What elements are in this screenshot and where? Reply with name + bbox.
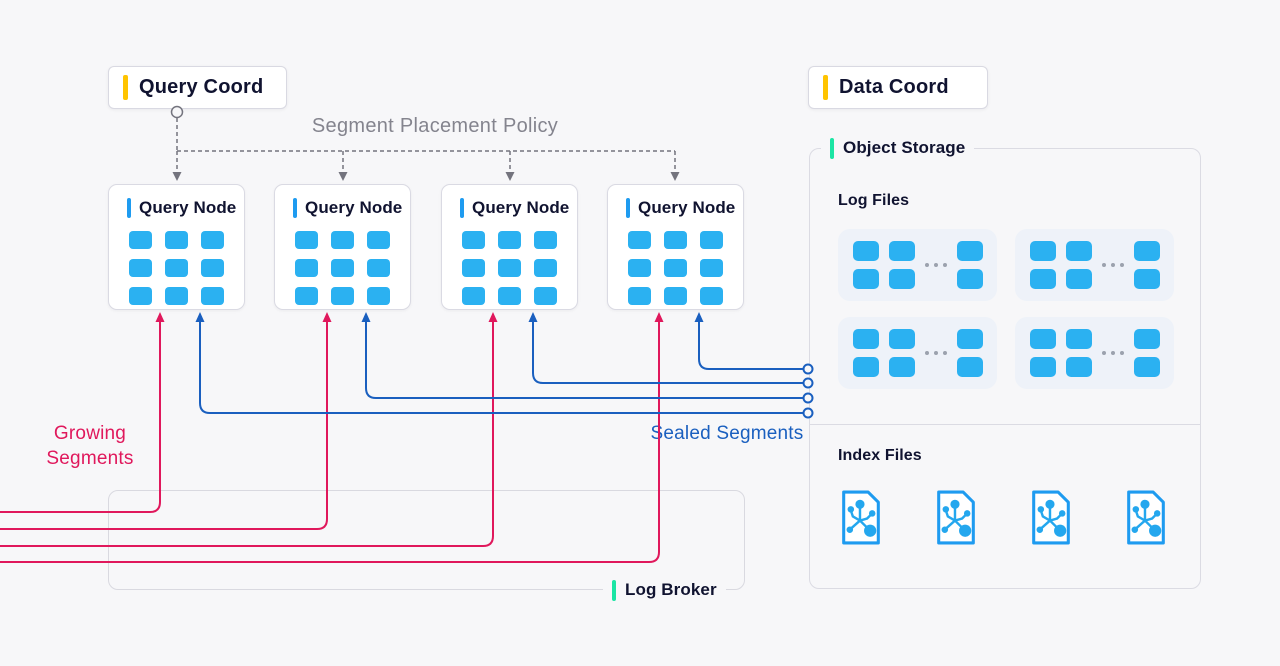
blue-accent-bar [626,198,630,218]
blue-accent-bar [460,198,464,218]
section-divider [810,424,1200,425]
log-broker-label: Log Broker [625,580,717,599]
object-storage-title: Object Storage [843,138,966,157]
object-storage-title-chip: Object Storage [821,136,975,160]
sealed-segments-label: Sealed Segments [650,423,804,444]
policy-arrowheads [172,172,680,181]
query-node-label: Query Node [305,198,403,217]
segment-placement-policy-label: Segment Placement Policy [311,115,559,137]
green-accent-bar [830,137,834,159]
yellow-accent-bar [123,75,128,100]
segment-grid [295,231,390,305]
query-node-box-2: Query Node [274,184,411,310]
growing-segments-arrowheads [155,312,664,322]
query-node-label: Query Node [638,198,736,217]
query-node-box-4: Query Node [607,184,744,310]
index-file-icon [1032,490,1070,545]
log-file-group [838,229,997,301]
log-file-group [1015,229,1174,301]
data-coord-label: Data Coord [839,76,949,98]
index-files-row [838,489,1169,546]
query-node-box-3: Query Node [441,184,578,310]
log-file-group [838,317,997,389]
blue-accent-bar [293,198,297,218]
log-file-group [1015,317,1174,389]
index-file-icon [937,490,975,545]
green-accent-bar [612,579,616,601]
query-node-label: Query Node [139,198,237,217]
query-coord-label: Query Coord [139,76,264,98]
segment-grid [628,231,723,305]
segment-grid [462,231,557,305]
sealed-segments-arrowheads [195,312,704,322]
ellipsis-dots [1101,351,1124,355]
ellipsis-dots [924,263,947,267]
index-file-icon [1127,490,1165,545]
data-coord-box: Data Coord [808,66,988,109]
index-file-icon [842,490,880,545]
blue-accent-bar [127,198,131,218]
log-broker-title-chip: Log Broker [603,578,726,602]
yellow-accent-bar [823,75,828,100]
log-files-label: Log Files [838,192,910,209]
object-storage-panel: Object Storage Log Files I [809,136,1201,589]
segment-grid [129,231,224,305]
ellipsis-dots [924,351,947,355]
growing-segments-label: Growing Segments [46,423,134,469]
query-node-label: Query Node [472,198,570,217]
query-node-box-1: Query Node [108,184,245,310]
ellipsis-dots [1101,263,1124,267]
log-broker-box: Log Broker [108,490,745,602]
index-files-label: Index Files [838,447,922,464]
query-coord-box: Query Coord [108,66,287,109]
sealed-segments-lines [199,322,803,414]
